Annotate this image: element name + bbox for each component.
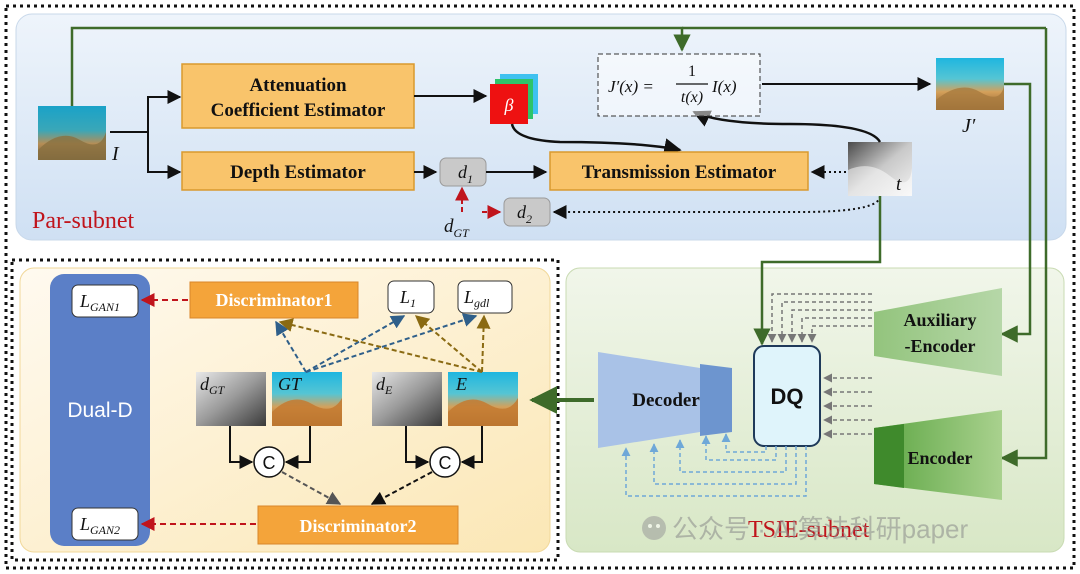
encoder-accent	[874, 424, 904, 488]
transmission-map	[848, 142, 912, 196]
decoder-tail	[700, 364, 732, 436]
formula-numerator: 1	[688, 63, 696, 80]
encoder-to-dq-skips	[823, 373, 872, 439]
input-feedback-arrow	[70, 26, 691, 106]
aux-encoder-line2: -Encoder	[905, 336, 976, 356]
dual-d-frame	[10, 258, 560, 562]
dq-to-decoder-skips	[621, 433, 807, 497]
d2-box	[503, 197, 551, 227]
de-thumb-label: dE	[376, 374, 393, 397]
formula-box	[597, 53, 761, 117]
dgt-thumbnail	[196, 372, 266, 426]
de-thumbnail	[372, 372, 442, 426]
encoder-shape	[874, 410, 1002, 500]
transmission-estimator-label: Transmission Estimator	[582, 162, 777, 183]
gt-label: GT	[278, 374, 303, 394]
dq-label: DQ	[771, 384, 804, 409]
concat2-to-disc2-arrow	[370, 471, 433, 505]
formula-rhs: I(x)	[711, 77, 737, 96]
beta-map-icon	[490, 74, 538, 124]
gt-to-l1-arrow	[305, 315, 406, 373]
outer-frame	[4, 4, 1076, 570]
wechat-icon	[642, 516, 666, 540]
lgan1-label: LGAN1	[79, 291, 120, 314]
e-thumbnail	[448, 372, 518, 426]
concat1-to-disc2-arrow	[281, 471, 342, 505]
decoder-shape	[598, 352, 700, 448]
jprime-label: J′	[962, 115, 976, 137]
e-to-disc1-arrow	[278, 318, 483, 373]
formula-lhs: J′(x) =	[608, 77, 654, 96]
input-image	[38, 106, 106, 160]
aux-to-dq-skips	[767, 293, 872, 343]
discriminator1-box	[189, 281, 359, 319]
t-to-dq-arrow	[753, 196, 882, 346]
par-subnet-label: Par-subnet	[32, 208, 134, 234]
concat1-label: C	[263, 453, 276, 473]
lgan2-label: LGAN2	[79, 514, 120, 537]
t-label: t	[896, 174, 902, 195]
l1-label: L1	[399, 287, 416, 310]
tsie-subnet-label: TSIE-subnet	[748, 517, 870, 543]
dgt-label-top: dGT	[444, 216, 470, 240]
discriminator2-label: Discriminator2	[300, 516, 417, 536]
encoder-label: Encoder	[908, 448, 973, 468]
depth-estimator-label: Depth Estimator	[230, 162, 366, 183]
lgdl-label: Lgdl	[463, 287, 490, 310]
dgt-thumb-label: dGT	[200, 374, 226, 397]
concat1-node	[253, 446, 285, 478]
lgan1-box	[71, 284, 139, 318]
e-to-l1-arrow	[414, 315, 483, 373]
aux-encoder-line1: Auxiliary	[903, 310, 976, 330]
depth-estimator-box	[181, 151, 415, 191]
aux-encoder-shape	[874, 288, 1002, 376]
decoder-label: Decoder	[632, 390, 700, 411]
d2-label: d2	[517, 202, 532, 226]
gt-thumbnail	[272, 372, 342, 426]
concat2-label: C	[439, 453, 452, 473]
t-to-formula-arrow	[692, 110, 882, 143]
watermark-text: 公众号 · AI算法科研paper	[672, 514, 969, 544]
beta-label: β	[504, 95, 514, 115]
formula-denominator: t(x)	[681, 89, 703, 106]
l1-box	[387, 280, 435, 314]
attenuation-estimator-line1: Attenuation	[249, 75, 347, 96]
d1-label: d1	[458, 162, 473, 186]
branch-arrow-depth	[147, 132, 182, 179]
discriminator1-label: Discriminator1	[216, 290, 333, 310]
gt-to-lgdl-arrow	[305, 313, 478, 373]
jprime-image	[936, 58, 1004, 110]
lgan2-box	[71, 507, 139, 541]
dq-box	[753, 345, 821, 447]
jprime-to-aux-encoder-arrow	[1000, 82, 1032, 343]
input-label: I	[111, 143, 120, 165]
discriminator2-box	[257, 505, 459, 545]
attenuation-estimator-line2: Coefficient Estimator	[211, 100, 386, 121]
concat2-node	[429, 446, 461, 478]
transmission-estimator-box	[549, 151, 809, 191]
watermark: 公众号 · AI算法科研paper	[642, 514, 969, 544]
e-to-lgdl-arrow	[476, 314, 491, 373]
lgdl-box	[457, 280, 513, 314]
dual-d-bar	[50, 274, 150, 546]
arrow-beta-to-transmission	[510, 123, 682, 156]
branch-arrow-attenuation	[110, 90, 182, 133]
e-label: E	[455, 374, 467, 394]
dual-d-label: Dual-D	[67, 399, 132, 422]
input-to-encoder-arrow	[1000, 28, 1048, 467]
